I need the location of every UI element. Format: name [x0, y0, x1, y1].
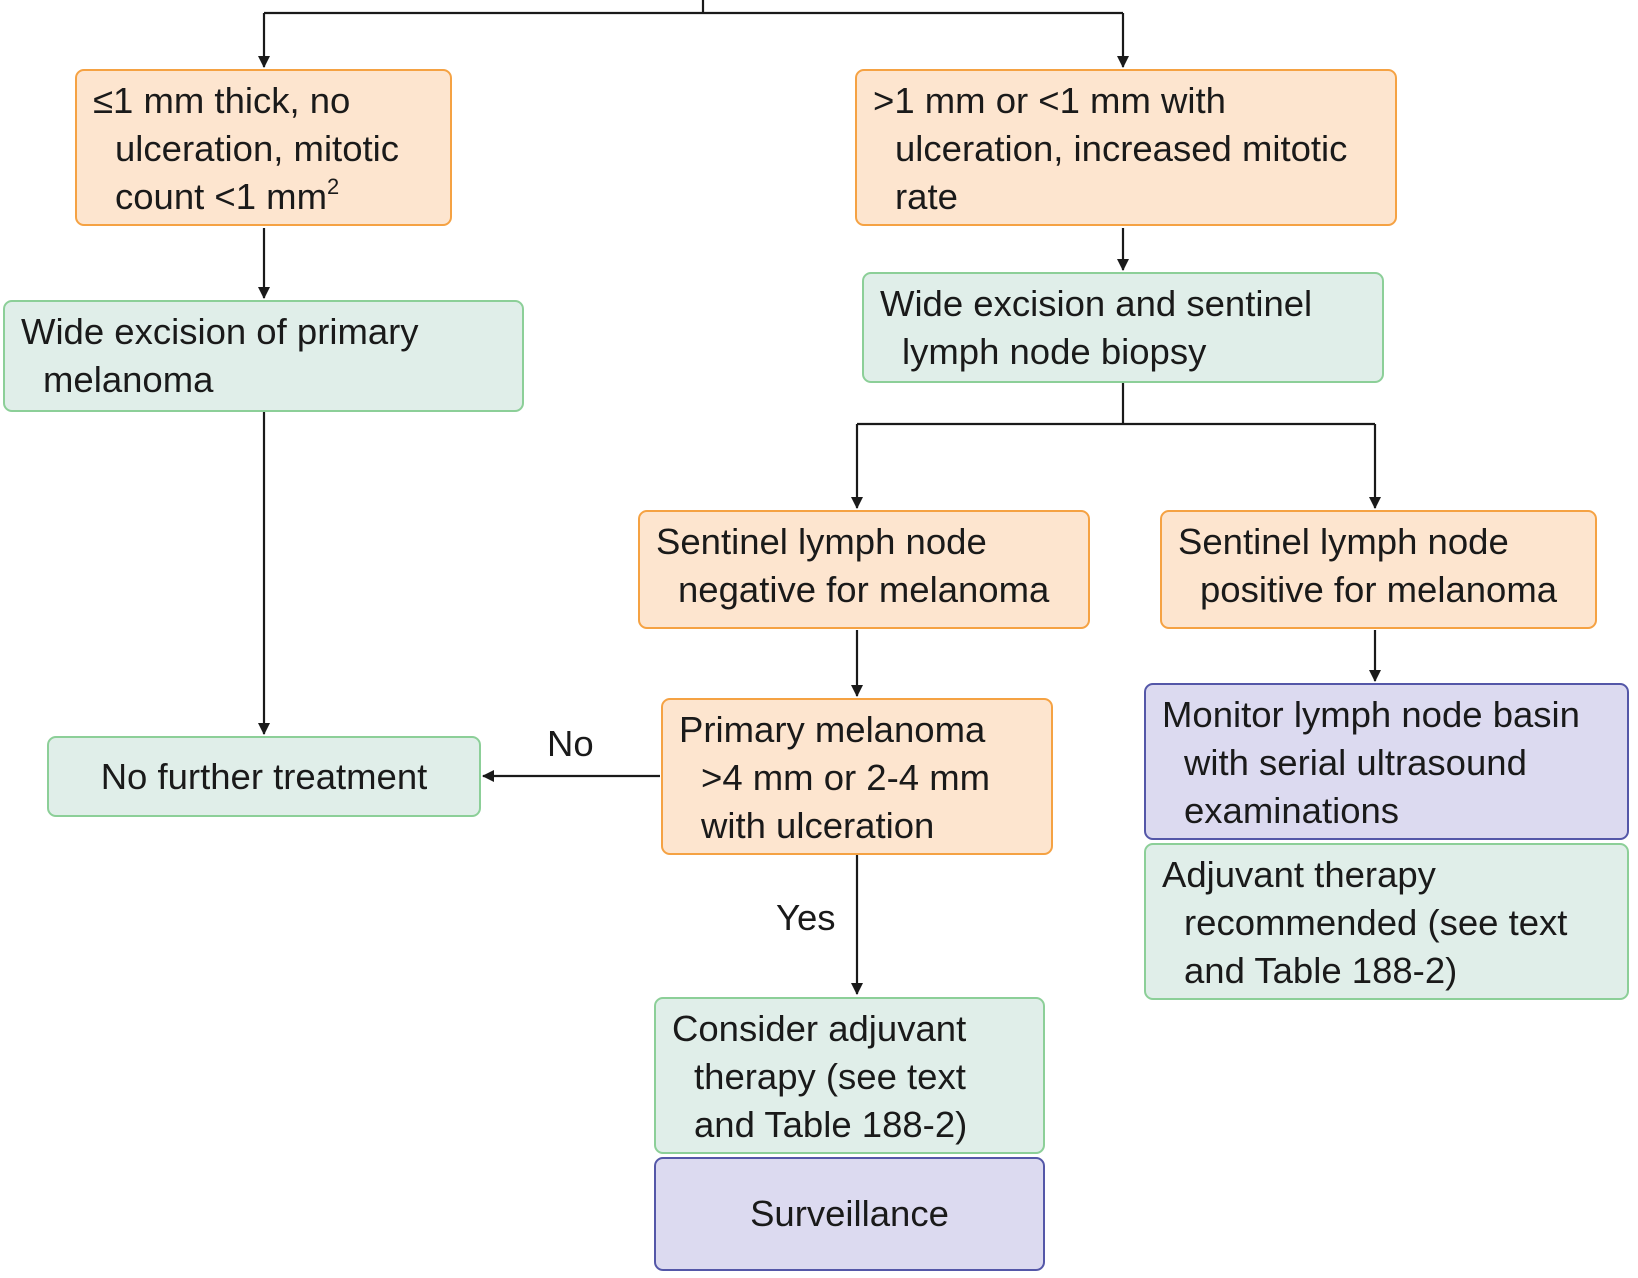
node-line: ulceration, mitotic [115, 128, 399, 169]
node-line: Wide excision and sentinel [880, 283, 1313, 324]
node-line: Monitor lymph node basin [1162, 694, 1580, 735]
node-line: Consider adjuvant [672, 1008, 967, 1049]
node-line: with ulceration [701, 805, 935, 846]
node-wide-excision-slnb: Wide excision and sentinel lymph node bi… [862, 272, 1384, 383]
node-line: and Table 188-2) [1184, 950, 1458, 991]
node-line: Sentinel lymph node [1178, 521, 1509, 562]
node-line: Wide excision of primary [21, 311, 419, 352]
superscript: 2 [327, 173, 340, 199]
node-line: ulceration, increased mitotic [895, 128, 1348, 169]
node-line: and Table 188-2) [694, 1104, 968, 1145]
node-line: lymph node biopsy [902, 331, 1207, 372]
node-line: positive for melanoma [1200, 569, 1558, 610]
node-thick-melanoma: >1 mm or <1 mm with ulceration, increase… [855, 69, 1397, 226]
node-line: Sentinel lymph node [656, 521, 987, 562]
edge-label-yes: Yes [776, 897, 836, 938]
node-primary-thick: Primary melanoma >4 mm or 2-4 mm with ul… [661, 698, 1053, 855]
node-thin-melanoma: ≤1 mm thick, no ulceration, mitotic coun… [75, 69, 452, 226]
node-wide-excision: Wide excision of primary melanoma [3, 300, 524, 412]
node-adjuvant-recommended: Adjuvant therapy recommended (see text a… [1144, 843, 1629, 1000]
node-line: count <1 mm2 [93, 173, 438, 221]
node-sln-positive: Sentinel lymph node positive for melanom… [1160, 510, 1597, 629]
node-line-text: count <1 mm [115, 176, 327, 217]
node-sln-negative: Sentinel lymph node negative for melanom… [638, 510, 1090, 629]
node-line: Primary melanoma [679, 709, 986, 750]
node-line: with serial ultrasound [1184, 742, 1527, 783]
node-line: No further treatment [100, 755, 428, 797]
node-consider-adjuvant: Consider adjuvant therapy (see text and … [654, 997, 1045, 1154]
edge-label-no: No [547, 723, 594, 764]
node-line: examinations [1184, 790, 1400, 831]
node-surveillance: Surveillance [654, 1157, 1045, 1271]
node-line: negative for melanoma [678, 569, 1050, 610]
node-line: >1 mm or <1 mm with [873, 80, 1226, 121]
node-line: rate [895, 176, 958, 217]
node-line: Surveillance [750, 1193, 949, 1234]
node-line: therapy (see text [694, 1056, 966, 1097]
node-line: recommended (see text [1184, 902, 1568, 943]
node-monitor-lymph-node: Monitor lymph node basin with serial ult… [1144, 683, 1629, 840]
node-line: >4 mm or 2-4 mm [701, 757, 991, 798]
node-no-further-treatment: No further treatment [47, 736, 481, 817]
node-line: melanoma [43, 359, 214, 400]
node-line: ≤1 mm thick, no [93, 80, 351, 121]
node-line: Adjuvant therapy [1162, 854, 1436, 895]
